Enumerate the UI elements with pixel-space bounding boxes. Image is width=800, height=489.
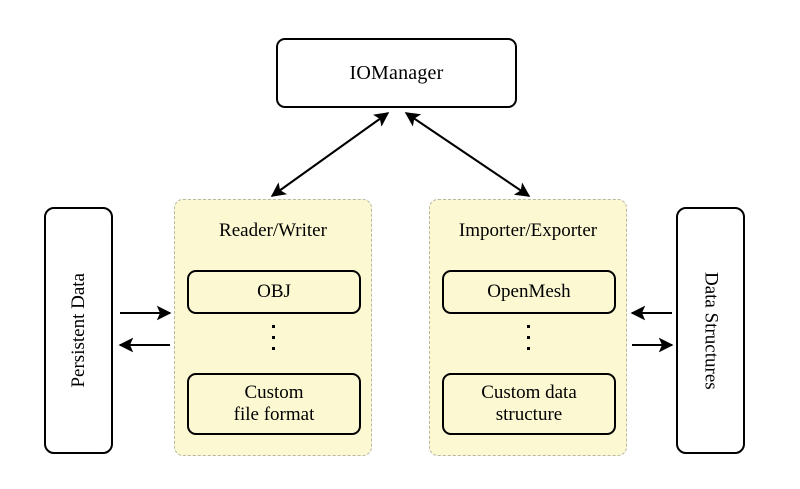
importer-exporter-ellipsis-icon bbox=[430, 325, 626, 350]
item-openmesh[interactable]: OpenMesh bbox=[442, 270, 616, 314]
item-custom-data-structure-label-line1: Custom data bbox=[481, 381, 577, 403]
node-data-structures-label: Data Structures bbox=[700, 271, 722, 390]
reader-writer-ellipsis-icon bbox=[175, 325, 371, 350]
item-custom-file-format[interactable]: Custom file format bbox=[187, 373, 361, 435]
node-iomanager-label: IOManager bbox=[349, 61, 444, 84]
item-obj-label: OBJ bbox=[257, 280, 291, 302]
node-persistent-data[interactable]: Persistent Data bbox=[44, 207, 113, 454]
item-custom-file-format-label-line1: Custom bbox=[244, 381, 304, 403]
item-custom-data-structure-label-line2: structure bbox=[495, 404, 563, 425]
connector-iomanager-reader-writer bbox=[270, 112, 390, 197]
item-custom-data-structure[interactable]: Custom data structure bbox=[442, 373, 616, 435]
node-data-structures[interactable]: Data Structures bbox=[676, 207, 745, 454]
connector-iomanager-importer-exporter bbox=[404, 112, 531, 197]
item-obj[interactable]: OBJ bbox=[187, 270, 361, 314]
item-custom-file-format-label: Custom file format bbox=[234, 382, 315, 427]
node-persistent-data-label: Persistent Data bbox=[67, 273, 89, 388]
group-importer-exporter[interactable]: Importer/Exporter OpenMesh Custom data s… bbox=[429, 199, 627, 456]
item-custom-file-format-label-line2: file format bbox=[233, 404, 315, 425]
node-iomanager[interactable]: IOManager bbox=[276, 38, 517, 108]
group-importer-exporter-title: Importer/Exporter bbox=[458, 220, 598, 241]
group-reader-writer-title: Reader/Writer bbox=[219, 220, 327, 241]
item-custom-data-structure-label: Custom data structure bbox=[481, 382, 577, 427]
item-openmesh-label: OpenMesh bbox=[487, 280, 571, 302]
group-reader-writer[interactable]: Reader/Writer OBJ Custom file format bbox=[174, 199, 372, 456]
